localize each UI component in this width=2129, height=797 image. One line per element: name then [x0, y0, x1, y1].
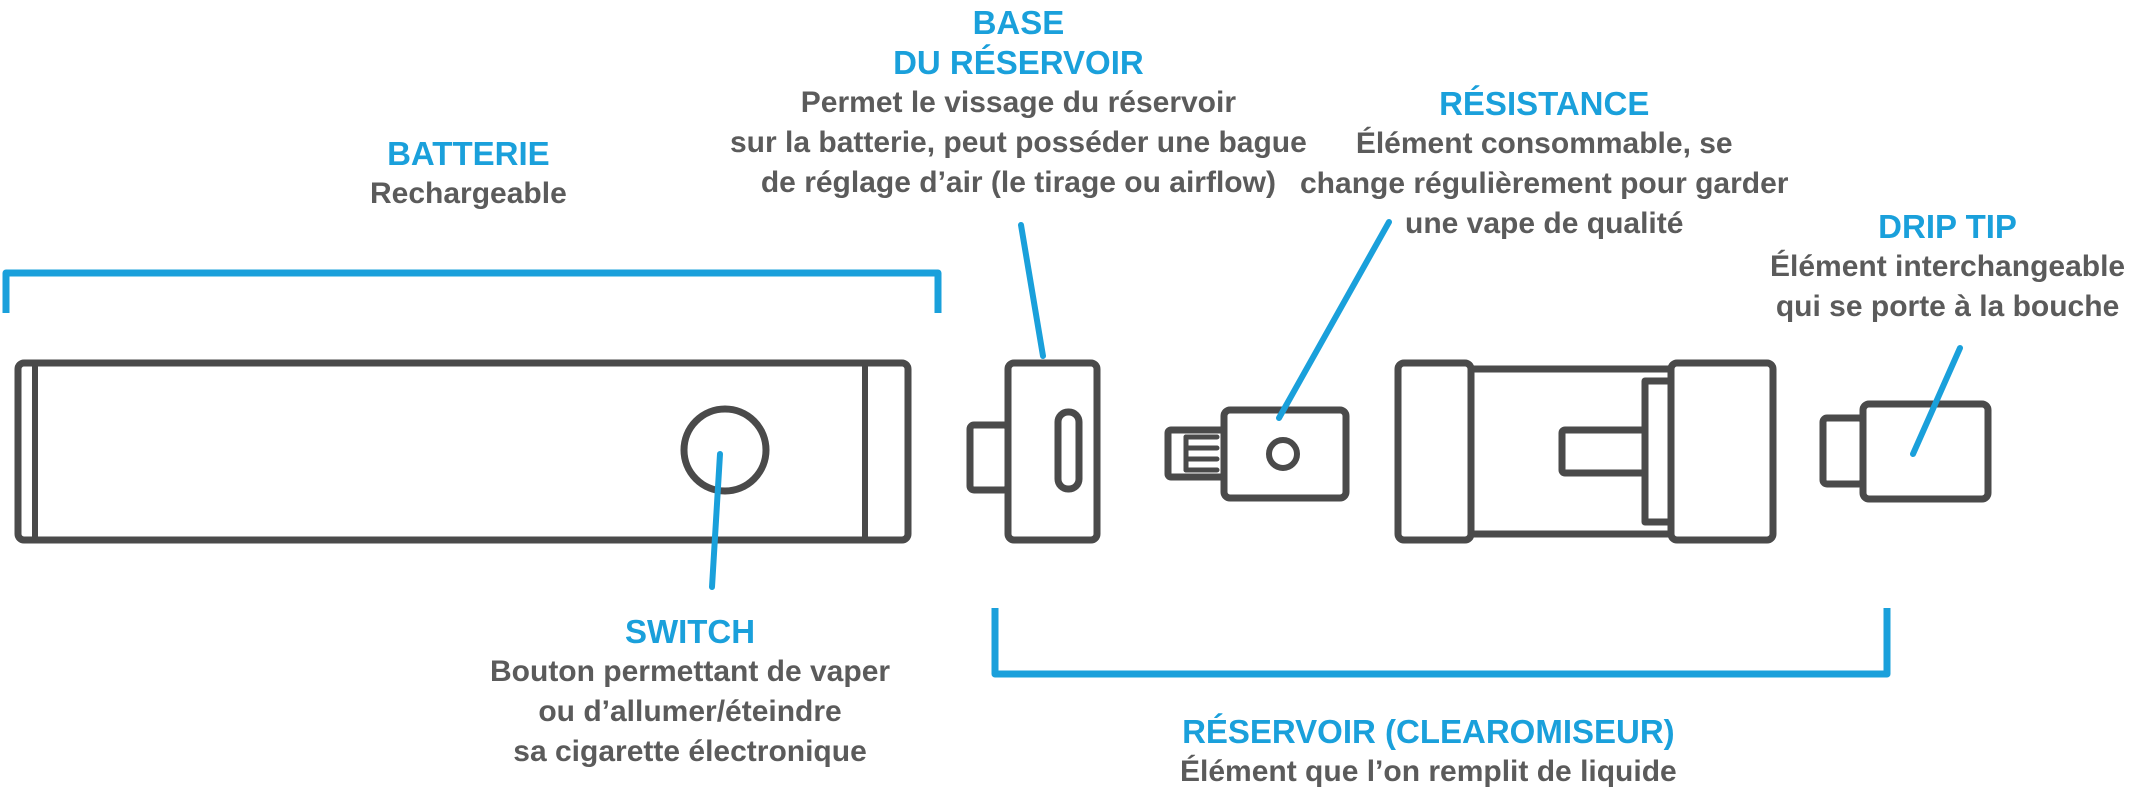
clearomizer: [1394, 359, 1777, 544]
drip-tip-label: DRIP TIP Élément interchangeable qui se …: [1770, 207, 2125, 327]
reservoir-desc: Élément que l’on remplit de liquide: [1180, 755, 1677, 788]
drip-tip-desc-line1: Élément interchangeable: [1770, 250, 2126, 283]
base-pointer: [1018, 222, 1046, 359]
resistance-desc-line2: change régulièrement pour garder: [1300, 167, 1789, 200]
coil: [1164, 406, 1350, 502]
reservoir-bracket: [991, 608, 1891, 678]
drip-tip: [1819, 400, 1992, 503]
resistance-title: RÉSISTANCE: [1439, 85, 1650, 122]
drip-tip-title: DRIP TIP: [1878, 208, 2017, 245]
switch-desc-line2: ou d’allumer/éteindre: [538, 695, 842, 728]
resistance-desc-line1: Élément consommable, se: [1355, 127, 1733, 160]
batterie-label: BATTERIE Rechargeable: [370, 134, 567, 214]
switch-desc-line3: sa cigarette électronique: [513, 735, 867, 768]
base-title-line1: BASE: [972, 4, 1065, 41]
reservoir-label: RÉSERVOIR (CLEAROMISEUR) Élément que l’o…: [1180, 712, 1677, 792]
switch-button: [680, 405, 770, 495]
batterie-title: BATTERIE: [387, 135, 550, 172]
switch-desc-line1: Bouton permettant de vaper: [490, 655, 891, 688]
drip-tip-pointer: [1910, 345, 1963, 457]
base-title-line2: DU RÉSERVOIR: [893, 44, 1144, 81]
batterie-desc: Rechargeable: [370, 177, 567, 210]
base-desc-line2: sur la batterie, peut posséder une bague: [730, 126, 1307, 159]
switch-pointer: [709, 451, 723, 590]
tank-base: [966, 359, 1101, 544]
resistance-desc-line3: une vape de qualité: [1405, 207, 1684, 240]
base-desc-line1: Permet le vissage du réservoir: [800, 86, 1237, 119]
reservoir-title: RÉSERVOIR (CLEAROMISEUR): [1182, 713, 1675, 750]
base-desc-line3: de réglage d’air (le tirage ou airflow): [760, 166, 1276, 199]
resistance-label: RÉSISTANCE Élément consommable, se chang…: [1300, 84, 1788, 244]
battery-bracket: [2, 269, 942, 313]
switch-title: SWITCH: [624, 613, 756, 650]
battery: [14, 359, 912, 544]
switch-label: SWITCH Bouton permettant de vaper ou d’a…: [490, 612, 890, 772]
resistance-pointer: [1276, 219, 1392, 421]
base-label: BASE DU RÉSERVOIR Permet le vissage du r…: [730, 3, 1307, 203]
drip-tip-desc-line2: qui se porte à la bouche: [1775, 290, 2120, 323]
